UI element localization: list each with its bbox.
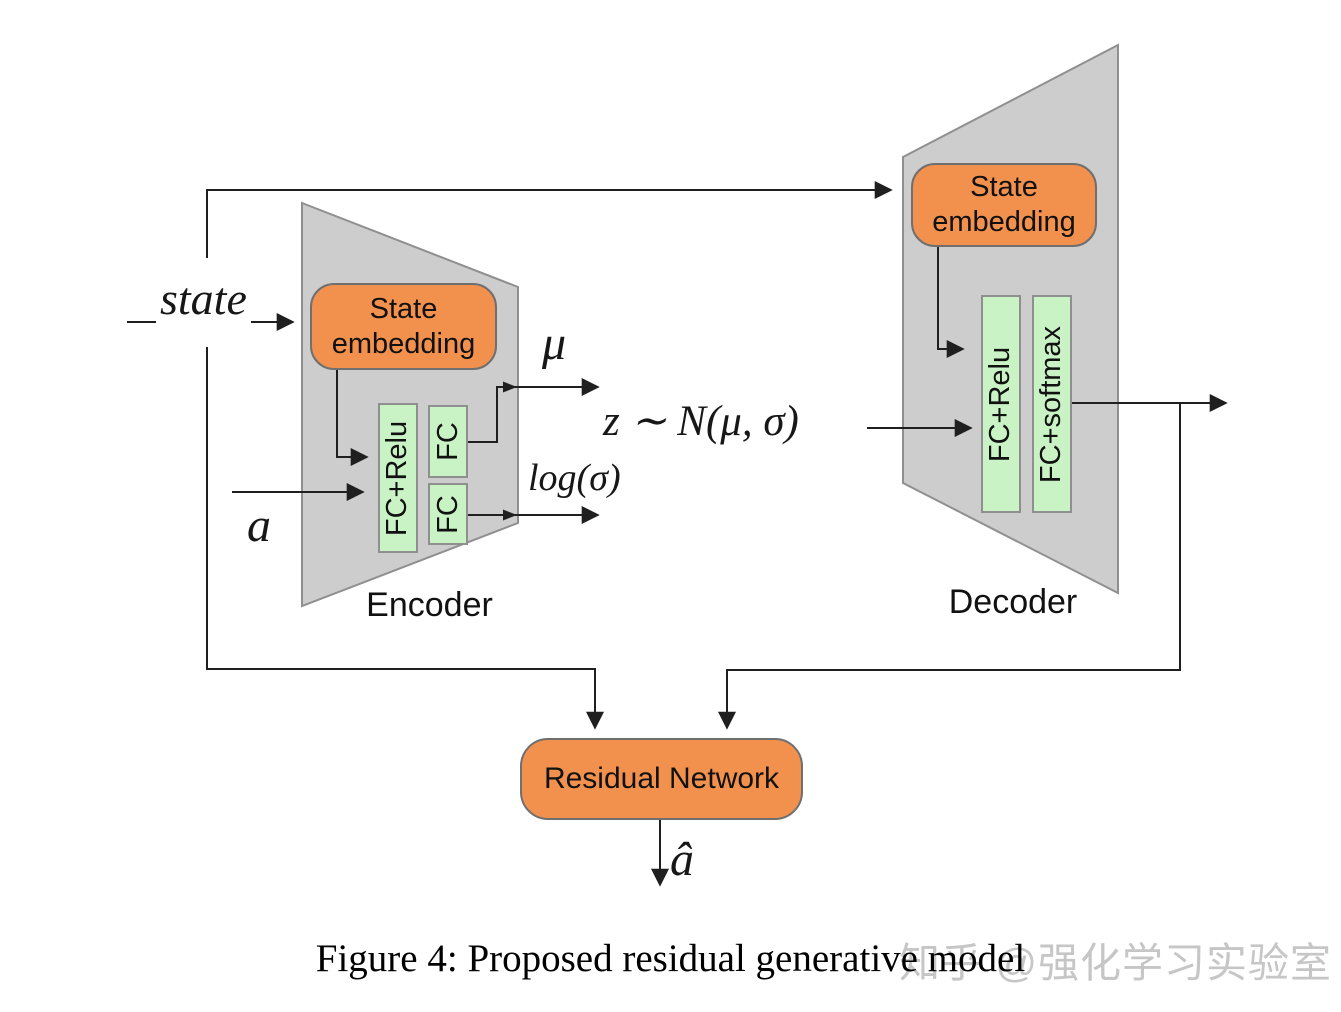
log-sigma-boundary-arrowhead	[503, 509, 517, 521]
encoder-fc-mu-block: FC	[428, 405, 468, 478]
encoder-state-embedding-block: State embedding	[310, 283, 497, 370]
arrow-encoder-embedding-to-fc-relu	[336, 370, 369, 466]
arrow-state-to-decoder-embedding	[206, 181, 893, 258]
watermark: 知乎 @强化学习实验室	[899, 940, 1333, 986]
decoder-fc-relu-label: FC+Relu	[984, 346, 1017, 462]
encoder-fc-relu-label: FC+Relu	[381, 420, 414, 536]
encoder-fc-mu-label: FC	[431, 422, 464, 461]
decoder-fc-softmax-label: FC+softmax	[1035, 325, 1068, 483]
log-sigma-label: log(σ)	[528, 457, 621, 499]
z-sample-label: z ∼ N(μ, σ)	[603, 398, 799, 445]
encoder-fc-sigma-block: FC	[428, 483, 468, 545]
encoder-fc-relu-block: FC+Relu	[378, 403, 418, 553]
encoder-label: Encoder	[366, 586, 493, 624]
arrow-decoder-to-residual-network	[718, 403, 1181, 730]
decoder-fc-softmax-block: FC+softmax	[1032, 295, 1072, 513]
residual-network-block: Residual Network	[520, 738, 803, 820]
arrow-decoder-embedding-to-fc-relu	[937, 247, 965, 358]
action-input-label: a	[247, 499, 271, 552]
arrow-fc-to-mu	[468, 378, 600, 443]
arrow-state-to-residual-network	[206, 347, 604, 730]
mu-boundary-arrowhead	[503, 381, 517, 393]
a-hat-output-label: â	[670, 833, 694, 886]
state-input-label: state	[156, 272, 251, 325]
mu-label: μ	[542, 317, 567, 370]
decoder-state-embedding-block: State embedding	[911, 163, 1097, 247]
decoder-label: Decoder	[948, 583, 1078, 621]
decoder-fc-relu-block: FC+Relu	[981, 295, 1021, 513]
encoder-fc-sigma-label: FC	[431, 494, 464, 534]
figure-caption: Figure 4: Proposed residual generative m…	[315, 937, 1026, 980]
